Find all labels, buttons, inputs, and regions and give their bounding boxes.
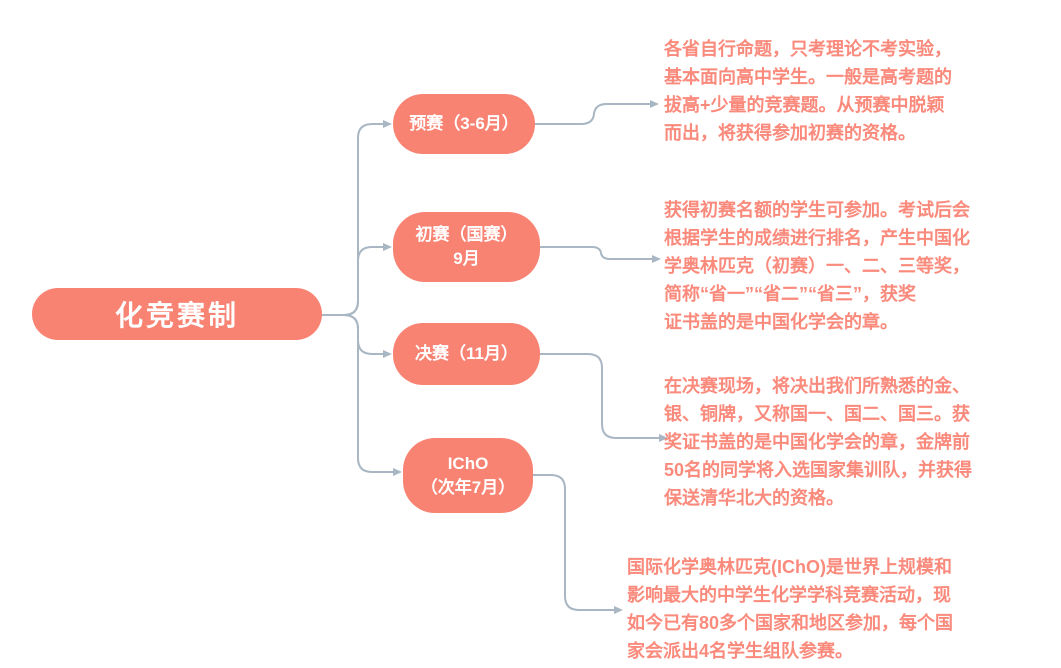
- branch-node-label: 决赛（11月）: [415, 344, 518, 363]
- root-node-label: 化竞赛制: [114, 300, 239, 331]
- connector-final-to-note: [539, 353, 668, 442]
- branch-node-preliminary[interactable]: 预赛（3-6月）: [393, 94, 535, 154]
- branch-note-initial[interactable]: 获得初赛名额的学生可参加。考试后会 根据学生的成绩进行排名，产生中国化 学奥林匹…: [664, 200, 970, 332]
- branch-node-label: 初赛（国赛） 9月: [415, 225, 518, 268]
- branch-note-preliminary[interactable]: 各省自行命题，只考理论不考实验， 基本面向高中学生。一般是高考题的 拔高+少量的…: [664, 39, 952, 143]
- branch-node-label: IChO （次年7月）: [420, 453, 516, 497]
- branch-node-icho[interactable]: IChO （次年7月）: [403, 438, 533, 513]
- connector-root-to-initial: [343, 243, 392, 316]
- connector-root-to-icho: [343, 314, 402, 476]
- connector-preliminary-to-note: [534, 100, 659, 125]
- branch-node-label: 预赛（3-6月）: [409, 114, 519, 133]
- branch-note-icho[interactable]: 国际化学奥林匹克(IChO)是世界上规模和 影响最大的中学生化学学科竞赛活动，现…: [627, 557, 954, 661]
- branch-node-initial[interactable]: 初赛（国赛） 9月: [393, 212, 540, 282]
- branch-node-final[interactable]: 决赛（11月）: [393, 323, 540, 385]
- connector-root-to-preliminary: [343, 120, 392, 316]
- connector-initial-to-note: [539, 246, 661, 263]
- root-node[interactable]: 化竞赛制: [32, 288, 322, 340]
- connector-icho-to-note: [532, 474, 623, 614]
- branch-note-final[interactable]: 在决赛现场，将决出我们所熟悉的金、 银、铜牌，又称国一、国二、国三。获 奖证书盖…: [664, 376, 973, 508]
- connector-root-to-final: [343, 314, 392, 358]
